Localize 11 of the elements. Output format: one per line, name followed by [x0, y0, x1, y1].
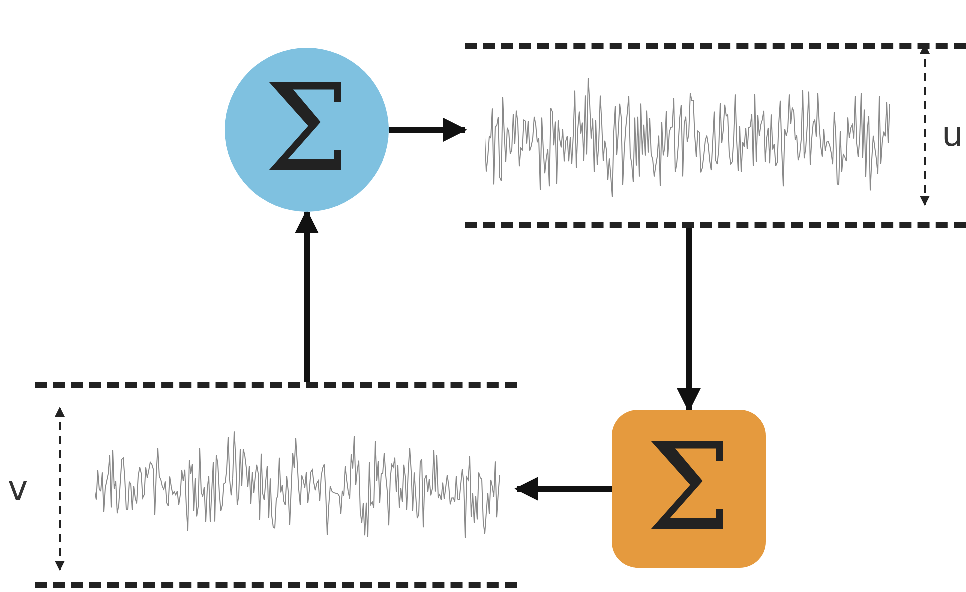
arrow: [677, 228, 701, 412]
signal-band: [465, 43, 966, 228]
sigma-symbol: Σ: [646, 429, 732, 549]
sigma-symbol: Σ: [264, 70, 350, 190]
arrow: [295, 210, 319, 382]
signal-band: [35, 382, 517, 588]
arrow: [389, 118, 468, 142]
sum-box: [612, 410, 766, 568]
amplitude-label: u: [942, 118, 964, 152]
amplitude-label: v: [8, 472, 28, 506]
arrow: [514, 477, 612, 501]
